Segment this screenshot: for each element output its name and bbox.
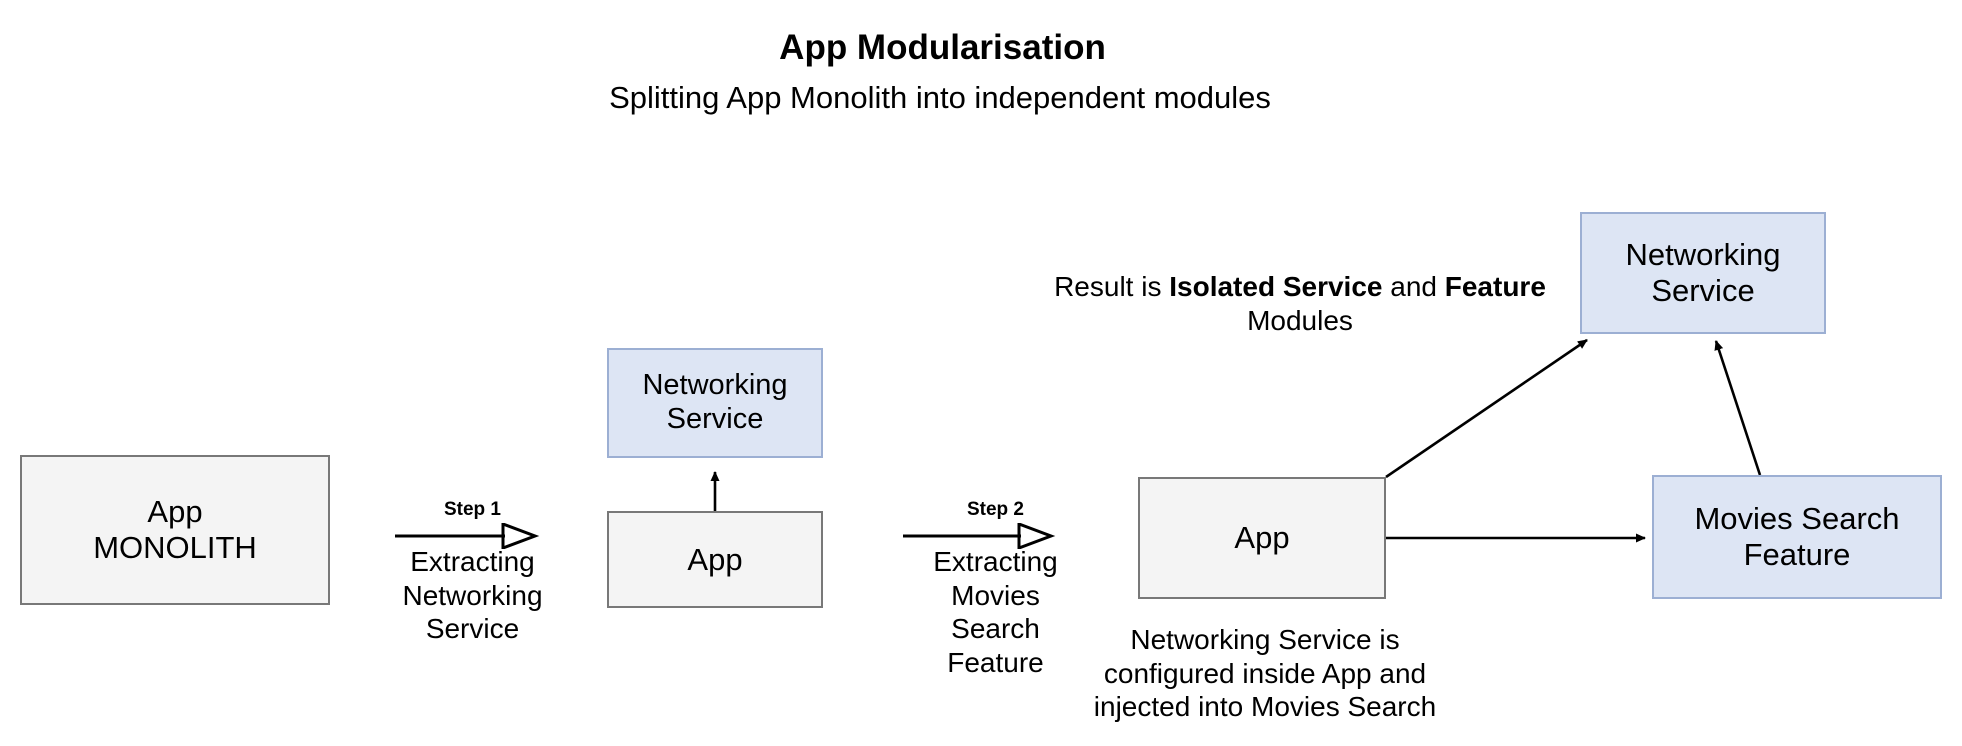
annotation-result: Result is Isolated Service and Feature M… — [1035, 270, 1565, 337]
annotation-result-bold-isolated-service: Isolated Service — [1169, 271, 1383, 302]
box-app-right[interactable]: App — [1138, 477, 1386, 599]
box-networking-service-right[interactable]: Networking Service — [1580, 212, 1826, 334]
box-networking-service-middle[interactable]: Networking Service — [607, 348, 823, 458]
annotation-networking-injection: Networking Service is configured inside … — [1093, 624, 1437, 723]
box-app-middle-label: App — [687, 541, 743, 577]
arrow-app-to-networking-right — [1385, 338, 1588, 479]
step-1-open-arrow-icon — [395, 523, 540, 549]
annotation-result-prefix: Result is — [1054, 271, 1170, 302]
page-subtitle: Splitting App Monolith into independent … — [609, 80, 1271, 115]
step-2-caption: Extracting Movies Search Feature — [933, 546, 1058, 678]
step-2-label: Step 2 — [966, 499, 1025, 520]
annotation-result-bold-feature: Feature — [1444, 271, 1546, 302]
step-1-caption: Extracting Networking Service — [402, 546, 543, 645]
box-networking-service-middle-label: Networking Service — [642, 369, 788, 435]
box-app-monolith[interactable]: App MONOLITH — [20, 455, 330, 605]
box-app-right-label: App — [1234, 520, 1290, 556]
box-movies-search-feature[interactable]: Movies Search Feature — [1652, 475, 1942, 599]
arrow-movies-search-to-networking — [1714, 340, 1762, 476]
box-movies-search-feature-label: Movies Search Feature — [1694, 501, 1900, 572]
step-2-open-arrow-icon — [903, 523, 1056, 549]
annotation-result-suffix: Modules — [1247, 304, 1353, 336]
box-app-monolith-label: App MONOLITH — [93, 494, 257, 565]
step-1-label: Step 1 — [443, 499, 502, 520]
box-app-middle[interactable]: App — [607, 511, 823, 608]
box-networking-service-right-label: Networking Service — [1625, 237, 1781, 308]
page-title: App Modularisation — [779, 28, 1106, 67]
annotation-result-middle: and — [1382, 271, 1445, 302]
